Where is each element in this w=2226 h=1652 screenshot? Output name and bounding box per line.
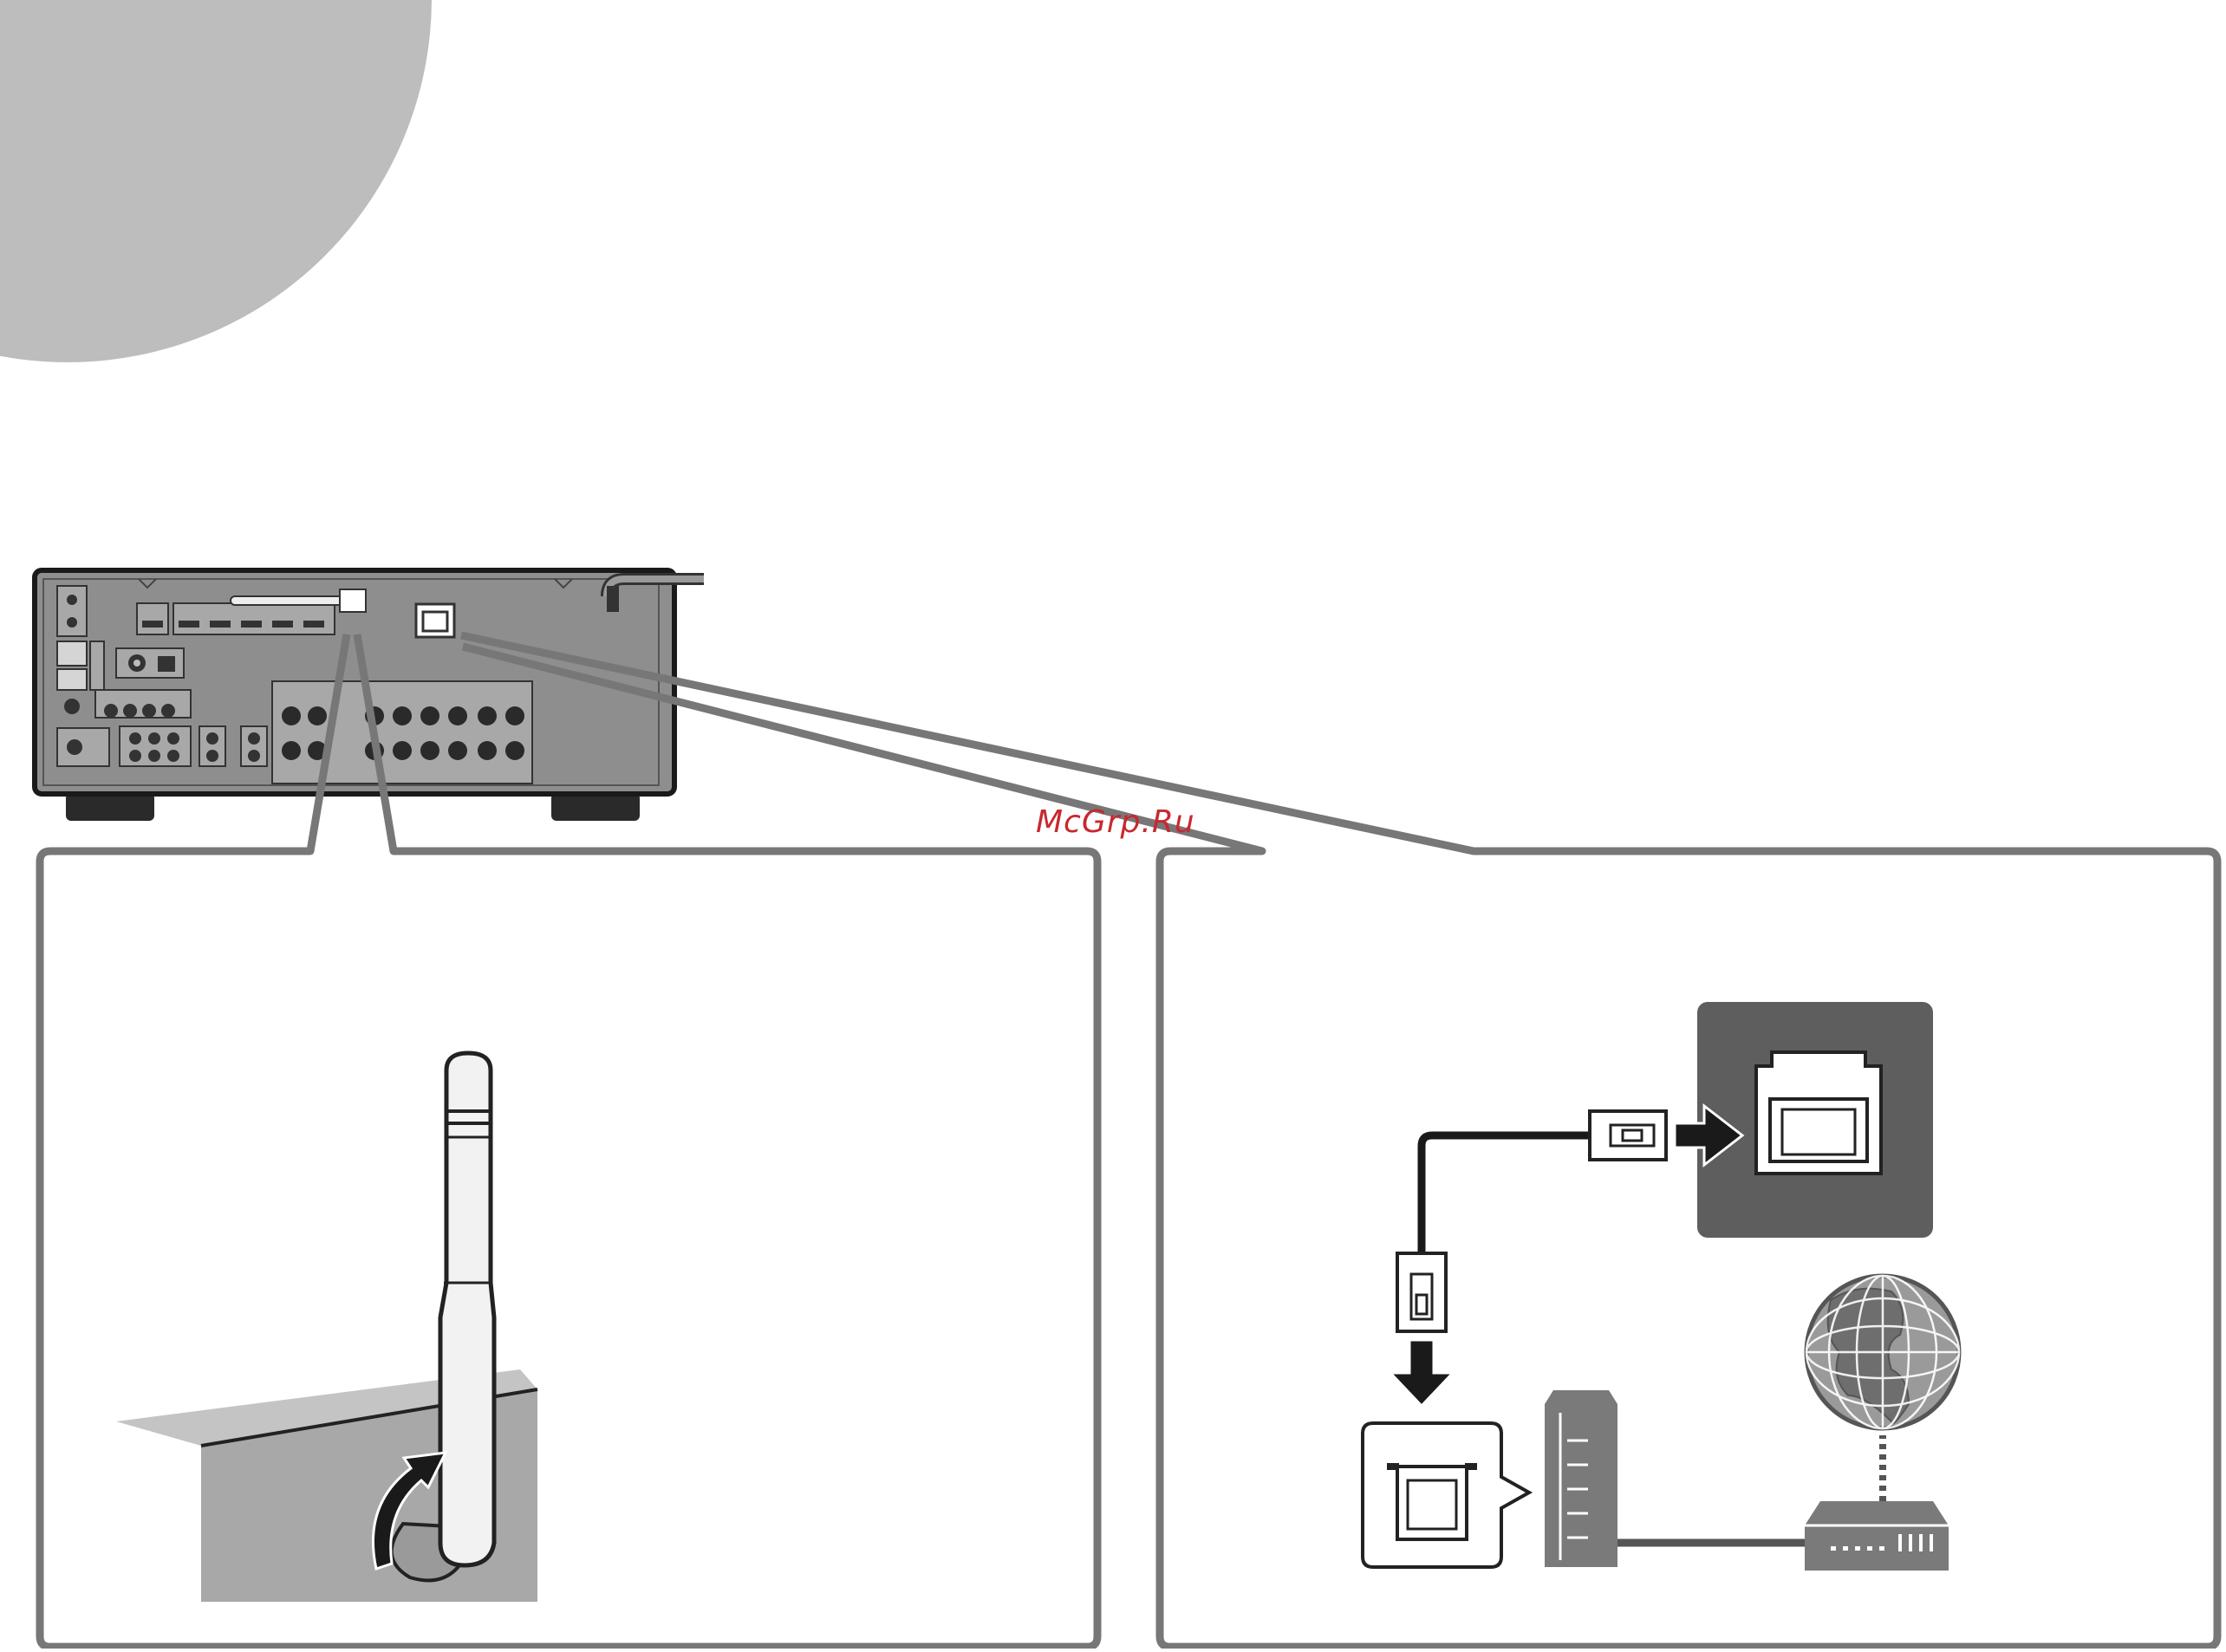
lan-cable-plug — [1590, 1111, 1666, 1160]
lan-cable — [1422, 1135, 1591, 1255]
lan-cable-plug — [1397, 1253, 1446, 1331]
internet-globe-icon — [1806, 1276, 1959, 1428]
router-icon — [1805, 1501, 1949, 1571]
insert-arrow-icon — [1390, 1340, 1453, 1406]
watermark-text: McGrp.Ru — [1036, 804, 1195, 840]
corner-circle — [0, 0, 432, 362]
network-port-panel — [1697, 1002, 1933, 1238]
network-port-icon — [1363, 1423, 1529, 1567]
network-callout-frame — [461, 635, 2217, 1647]
modem-icon — [1545, 1390, 1617, 1567]
